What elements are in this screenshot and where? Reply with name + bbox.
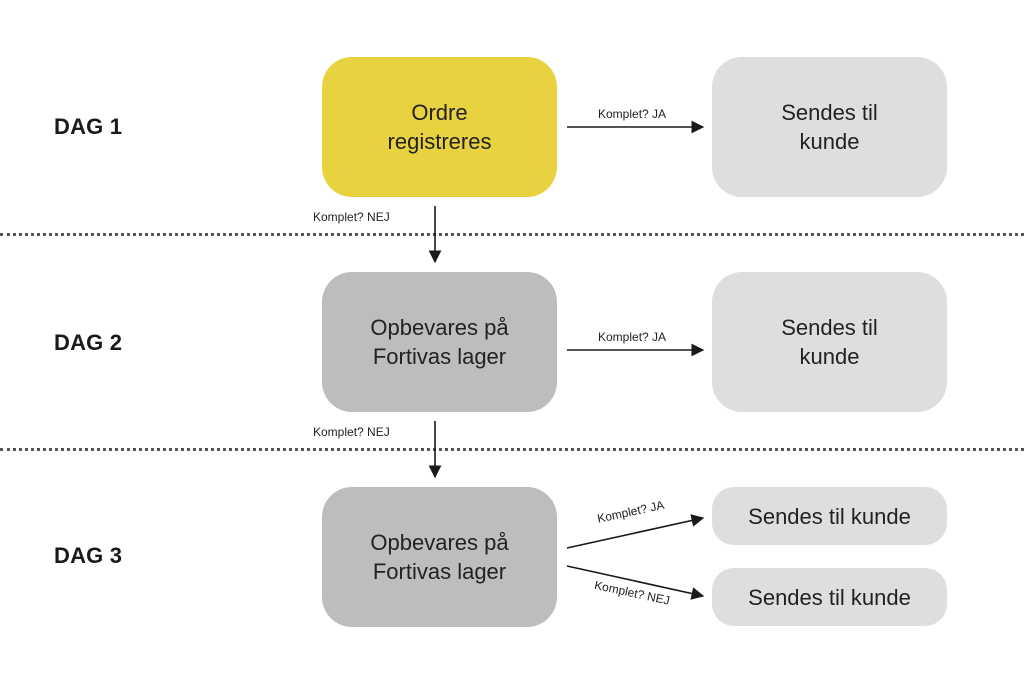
ship-to-customer-text: Sendes til kunde xyxy=(748,503,911,529)
stored-in-warehouse-box-day2: Opbevares på Fortivas lager xyxy=(322,272,557,412)
order-registered-text: Ordre registreres xyxy=(387,100,492,154)
ship-to-customer-text: Sendes til kunde xyxy=(781,100,878,154)
stored-in-warehouse-text: Opbevares på Fortivas lager xyxy=(370,530,509,584)
day-1-label: DAG 1 xyxy=(54,114,123,139)
ship-to-customer-text: Sendes til kunde xyxy=(781,315,878,369)
label-complete-no: Komplet? NEJ xyxy=(313,425,390,439)
stored-in-warehouse-box-day3: Opbevares på Fortivas lager xyxy=(322,487,557,627)
arrow-day3-no xyxy=(566,565,705,600)
label-complete-yes: Komplet? JA xyxy=(598,107,667,121)
label-complete-yes: Komplet? JA xyxy=(598,330,667,344)
day-3-label: DAG 3 xyxy=(54,543,123,568)
ship-to-customer-text: Sendes til kunde xyxy=(748,584,911,610)
label-complete-no: Komplet? NEJ xyxy=(313,210,390,224)
stored-in-warehouse-text: Opbevares på Fortivas lager xyxy=(370,315,509,369)
ship-to-customer-box-day3-yes: Sendes til kunde xyxy=(712,487,947,545)
day-2-label: DAG 2 xyxy=(54,330,123,355)
order-registered-box: Ordre registreres xyxy=(322,57,557,197)
ship-to-customer-box-day2: Sendes til kunde xyxy=(712,272,947,412)
ship-to-customer-box-day1: Sendes til kunde xyxy=(712,57,947,197)
day-separator xyxy=(0,233,1024,236)
day-separator xyxy=(0,448,1024,451)
arrow-day3-yes xyxy=(566,514,705,549)
ship-to-customer-box-day3-no: Sendes til kunde xyxy=(712,568,947,626)
